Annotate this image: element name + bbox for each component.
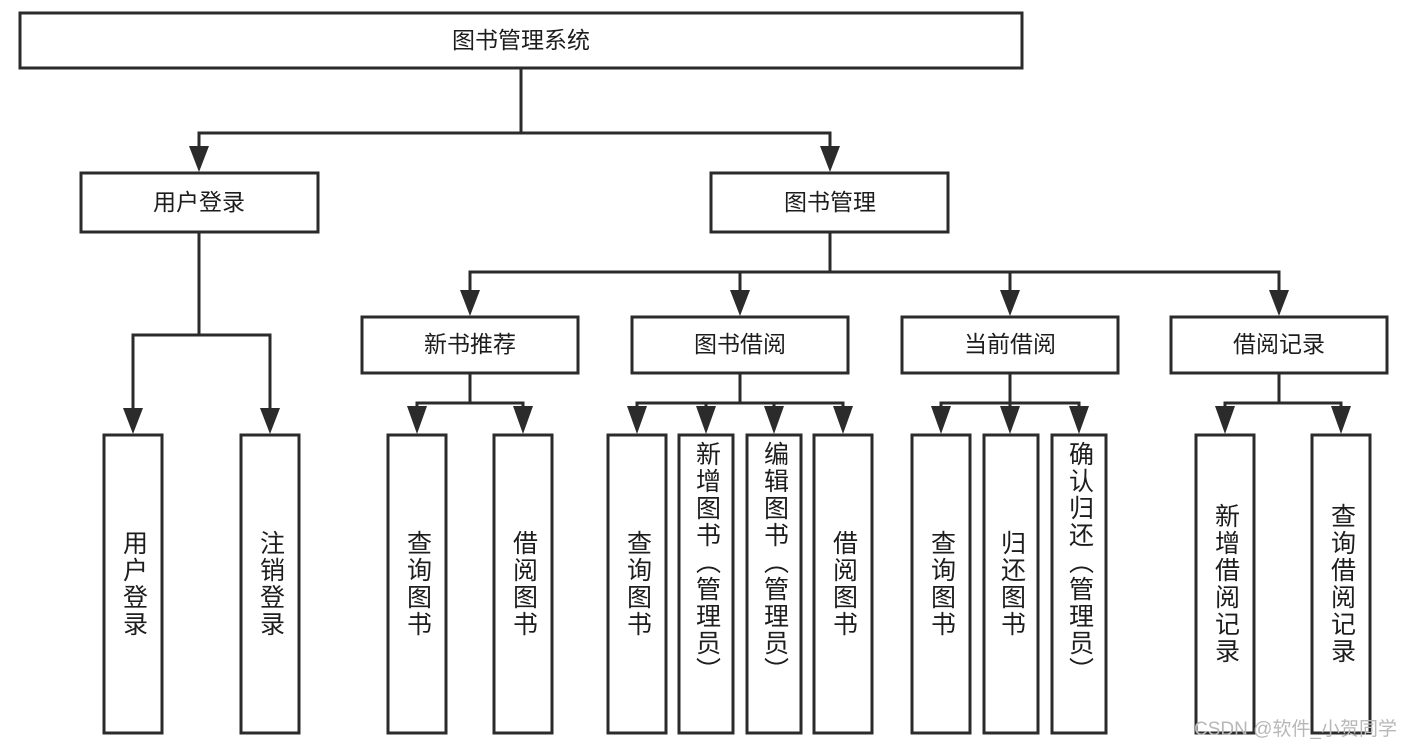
node-book-borrow-box[interactable] bbox=[630, 315, 850, 375]
node-user-login-label: 用户登录 bbox=[153, 189, 245, 215]
leaf-box-book-borrow-4[interactable] bbox=[812, 433, 874, 735]
leaf-box-book-borrow-1[interactable] bbox=[606, 433, 668, 735]
node-book-borrow-label: 图书借阅 bbox=[694, 331, 786, 357]
node-current-borrow-box[interactable] bbox=[900, 315, 1120, 375]
arrow-head-user-login bbox=[189, 146, 209, 172]
node-user-login[interactable]: 用户登录 bbox=[79, 171, 320, 234]
leaf-box-book-borrow-3[interactable] bbox=[745, 433, 803, 735]
arrow-head-leaf-user-2 bbox=[260, 408, 280, 434]
arrow-head-leaf-bookborrow-2 bbox=[696, 406, 716, 434]
arrow-head-leaf-newbook-2 bbox=[513, 406, 533, 434]
leaf-box-borrow-record-1[interactable] bbox=[1194, 433, 1256, 735]
leaf-box-book-borrow-2[interactable] bbox=[677, 433, 735, 735]
node-new-book[interactable]: 新书推荐 bbox=[360, 315, 580, 375]
node-root-box[interactable] bbox=[18, 11, 1024, 70]
leaf-box-current-borrow-3[interactable] bbox=[1050, 433, 1108, 735]
node-new-book-label: 新书推荐 bbox=[424, 331, 516, 357]
connector-group-new-book-to-leaves bbox=[407, 371, 533, 434]
arrow-head-leaf-user-1 bbox=[123, 408, 143, 434]
arrow-head-leaf-currentborrow-2 bbox=[1000, 406, 1020, 434]
node-borrow-record-box[interactable] bbox=[1169, 315, 1389, 375]
node-borrow-record[interactable]: 借阅记录 bbox=[1169, 315, 1389, 375]
node-current-borrow-label: 当前借阅 bbox=[964, 331, 1056, 357]
node-borrow-record-label: 借阅记录 bbox=[1233, 331, 1325, 357]
connector-group-root-to-level2 bbox=[189, 66, 840, 172]
arrow-head-book-borrow bbox=[730, 290, 750, 316]
leaf-box-current-borrow-1[interactable] bbox=[910, 433, 972, 735]
leaf-box-borrow-record-2[interactable] bbox=[1310, 433, 1372, 735]
connector-group-current-borrow-to-leaves bbox=[931, 371, 1089, 434]
arrow-head-new-book bbox=[460, 290, 480, 316]
arrow-head-leaf-currentborrow-1 bbox=[931, 406, 951, 434]
arrow-head-current-borrow bbox=[1000, 290, 1020, 316]
connector-group-user-login-to-leaves bbox=[123, 230, 280, 434]
connector-group-book-borrow-to-leaves bbox=[627, 371, 853, 434]
node-book-manage-box[interactable] bbox=[709, 171, 950, 234]
node-new-book-box[interactable] bbox=[360, 315, 580, 375]
arrow-head-leaf-borrowrecord-1 bbox=[1215, 406, 1235, 434]
node-user-login-box[interactable] bbox=[79, 171, 320, 234]
leaf-box-new-book-2[interactable] bbox=[492, 433, 554, 735]
leaf-box-user-login-2[interactable] bbox=[239, 433, 301, 735]
arrow-head-leaf-bookborrow-3 bbox=[764, 406, 784, 434]
connector-group-borrow-record-to-leaves bbox=[1215, 371, 1351, 434]
node-book-borrow[interactable]: 图书借阅 bbox=[630, 315, 850, 375]
node-root-label: 图书管理系统 bbox=[452, 27, 590, 53]
arrow-head-borrow-record bbox=[1269, 290, 1289, 316]
node-book-manage[interactable]: 图书管理 bbox=[709, 171, 950, 234]
arrow-head-leaf-bookborrow-4 bbox=[833, 406, 853, 434]
node-root[interactable]: 图书管理系统 bbox=[18, 11, 1024, 70]
arrow-head-leaf-currentborrow-3 bbox=[1069, 406, 1089, 434]
leaf-box-new-book-1[interactable] bbox=[386, 433, 448, 735]
node-current-borrow[interactable]: 当前借阅 bbox=[900, 315, 1120, 375]
node-book-manage-label: 图书管理 bbox=[784, 189, 876, 215]
connector-group-book-manage-to-level3 bbox=[460, 230, 1289, 316]
arrow-head-book-manage bbox=[820, 146, 840, 172]
leaf-box-current-borrow-2[interactable] bbox=[982, 433, 1040, 735]
arrow-head-leaf-borrowrecord-2 bbox=[1331, 406, 1351, 434]
arrow-head-leaf-newbook-1 bbox=[407, 406, 427, 434]
leaf-box-user-login-1[interactable] bbox=[102, 433, 164, 735]
csdn-watermark: CSDN @软件_小贺同学 bbox=[1194, 719, 1397, 740]
arrow-head-leaf-bookborrow-1 bbox=[627, 406, 647, 434]
